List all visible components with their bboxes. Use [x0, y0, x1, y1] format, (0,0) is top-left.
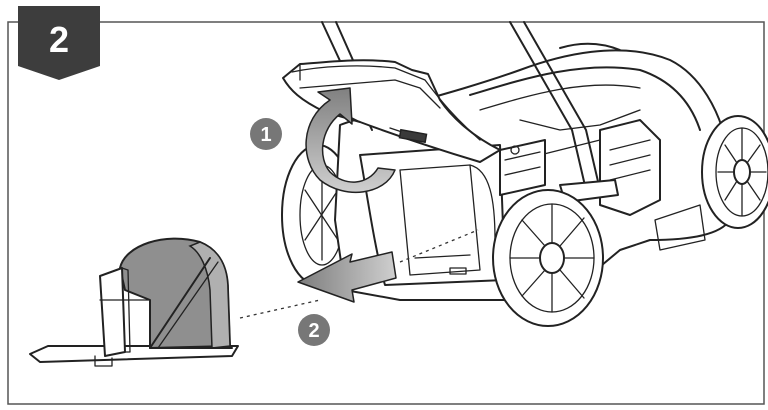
callout-1-label: 1 — [260, 124, 271, 146]
lawnmower — [281, 21, 768, 327]
guide-lines — [239, 229, 479, 319]
front-right-wheel — [701, 115, 768, 229]
step-badge: 2 — [18, 6, 100, 80]
callout-2: 2 — [298, 314, 330, 346]
grass-catcher — [29, 237, 239, 367]
front-left-wheel — [492, 189, 604, 327]
step-number: 2 — [49, 19, 69, 60]
lift-arrow — [305, 87, 396, 194]
callout-2-label: 2 — [308, 320, 319, 342]
callout-1: 1 — [250, 118, 282, 150]
frame-border — [7, 21, 765, 405]
remove-arrow — [297, 251, 397, 303]
